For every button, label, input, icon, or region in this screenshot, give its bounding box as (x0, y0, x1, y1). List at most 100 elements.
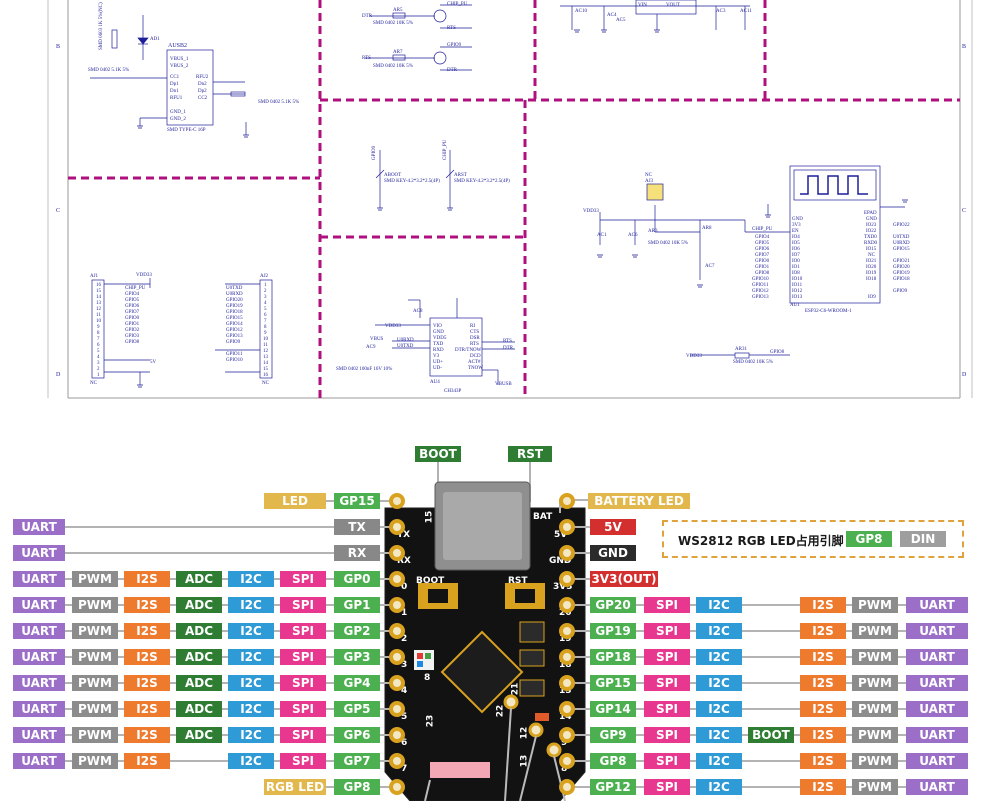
right-pin-pad-4 (559, 597, 575, 613)
esp-module-name: ESP32-C6-WROOM-1 (805, 309, 852, 314)
spi-tag-left-8: SPI (280, 701, 326, 717)
svg-text:IO20: IO20 (866, 265, 877, 270)
left-wire-10 (63, 760, 392, 762)
reg-vin: VIN (638, 3, 647, 8)
svg-text:GPIO3: GPIO3 (125, 334, 140, 339)
pwm-tag-left-5: PWM (72, 623, 118, 639)
spi-tag-left-6: SPI (280, 649, 326, 665)
svg-text:8: 8 (97, 331, 100, 336)
esp-res-value: SMD 0402 10K 5% (648, 241, 688, 246)
svg-text:IO8: IO8 (792, 271, 800, 276)
svg-text:6: 6 (264, 313, 267, 318)
left-pin-pad-5 (389, 623, 405, 639)
svg-text:IO19: IO19 (866, 271, 877, 276)
svg-text:IO4: IO4 (792, 235, 800, 240)
right-pin-pad-11 (559, 779, 575, 795)
svg-text:2: 2 (97, 367, 100, 372)
left-pin-pad-9 (389, 727, 405, 743)
svg-text:8: 8 (264, 325, 267, 330)
gp2-tag-left-5: GP2 (334, 623, 380, 639)
i2s-tag-left-5: I2S (124, 623, 170, 639)
pwm-tag-left-7: PWM (72, 675, 118, 691)
i2s-tag-right-7: I2S (800, 675, 846, 691)
aj2-nets: U0TXD U0RXD GPIO20 GPIO19 GPIO18 GPIO15 … (226, 286, 243, 363)
svg-text:DSR: DSR (470, 336, 480, 341)
usb-pin-vbus1: VBUS_1 (170, 57, 189, 62)
svg-text:5: 5 (264, 307, 267, 312)
usb-pin-rfu1: RFU1 (170, 96, 183, 101)
gp8-tag-left-11: GP8 (334, 779, 380, 795)
i2c-tag-left-7: I2C (228, 675, 274, 691)
3v3-out--tag: 3V3(OUT) (590, 571, 658, 587)
left-pin-pad-2 (389, 545, 405, 561)
rst-btn-part: SMD KEY-4.2*3.2*2.5(4P) (454, 179, 510, 184)
gp9-tag-right-9: GP9 (590, 727, 636, 743)
pwm-tag-right-9: PWM (852, 727, 898, 743)
adc-tag-left-5: ADC (176, 623, 222, 639)
svg-text:IO7: IO7 (792, 253, 800, 258)
rx-tag-left-2: RX (334, 545, 380, 561)
gnd-tag: GND (590, 545, 636, 561)
svg-text:14: 14 (96, 295, 102, 300)
i2s-tag-right-11: I2S (800, 779, 846, 795)
right-pin-pad-1 (559, 519, 575, 535)
svg-text:5: 5 (97, 349, 100, 354)
spi-tag-left-9: SPI (280, 727, 326, 743)
svg-text:UD-: UD- (433, 366, 442, 371)
i2s-tag-left-7: I2S (124, 675, 170, 691)
reg-vout: VOUT (666, 3, 680, 8)
rgb-led-tag-left-11: RGB LED (264, 779, 326, 795)
svg-text:1: 1 (264, 283, 267, 288)
svg-text:IO15: IO15 (866, 247, 877, 252)
left-wire-1 (63, 526, 392, 528)
schematic-svg: B C D B C D (47, 0, 973, 399)
left-wire-3 (63, 578, 392, 580)
svg-text:TNOW: TNOW (468, 366, 483, 371)
usb-pin-dp1: Dp1 (170, 82, 179, 87)
svg-text:UD+: UD+ (433, 360, 443, 365)
boot-tag-right-9: BOOT (748, 727, 794, 743)
spi-tag-right-8: SPI (644, 701, 690, 717)
left-pin-pad-10 (389, 753, 405, 769)
pwm-tag-right-11: PWM (852, 779, 898, 795)
esp-cap-ac6: AC6 (628, 233, 638, 238)
svg-text:V3: V3 (433, 354, 440, 359)
battery-led-tag: BATTERY LED (588, 493, 690, 509)
usb-pin-dn2: Dn2 (198, 82, 207, 87)
left-wire-4 (63, 604, 392, 606)
left-pin-pad-1 (389, 519, 405, 535)
usb-res-note-right: SMD 0402 5.1K 5% (258, 100, 299, 105)
adc-tag-left-6: ADC (176, 649, 222, 665)
pwm-tag-right-5: PWM (852, 623, 898, 639)
gp18-tag-right-6: GP18 (590, 649, 636, 665)
ch343-net-rx: U0RXD (397, 338, 414, 343)
spi-tag-right-6: SPI (644, 649, 690, 665)
pwm-tag-left-8: PWM (72, 701, 118, 717)
svg-text:GPIO15: GPIO15 (893, 247, 910, 252)
svg-text:16: 16 (263, 373, 269, 378)
esp-cap-ac7: AC7 (705, 264, 715, 269)
svg-text:GPIO21: GPIO21 (893, 259, 910, 264)
gp20-tag-right-4: GP20 (590, 597, 636, 613)
right-wire-3 (573, 578, 593, 580)
spi-tag-right-4: SPI (644, 597, 690, 613)
svg-text:15: 15 (96, 289, 102, 294)
svg-text:GPIO4: GPIO4 (755, 235, 770, 240)
svg-text:GPIO2: GPIO2 (125, 328, 140, 333)
spi-tag-left-7: SPI (280, 675, 326, 691)
svg-text:EPAD: EPAD (864, 211, 877, 216)
pwm-tag-right-7: PWM (852, 675, 898, 691)
gp3-tag-left-6: GP3 (334, 649, 380, 665)
usb-pin-cc2: CC2 (198, 96, 208, 101)
pwm-tag-right-10: PWM (852, 753, 898, 769)
svg-text:GPIO9: GPIO9 (893, 289, 908, 294)
right-pin-pad-2 (559, 545, 575, 561)
i2s-tag-left-8: I2S (124, 701, 170, 717)
aj1-power: VDD33 (136, 273, 152, 278)
right-pin-pad-3 (559, 571, 575, 587)
svg-text:VDD5: VDD5 (433, 336, 447, 341)
svg-text:RXD: RXD (433, 348, 444, 353)
cap-ac11: AC11 (740, 9, 752, 14)
spi-tag-right-9: SPI (644, 727, 690, 743)
gp4-tag-left-7: GP4 (334, 675, 380, 691)
